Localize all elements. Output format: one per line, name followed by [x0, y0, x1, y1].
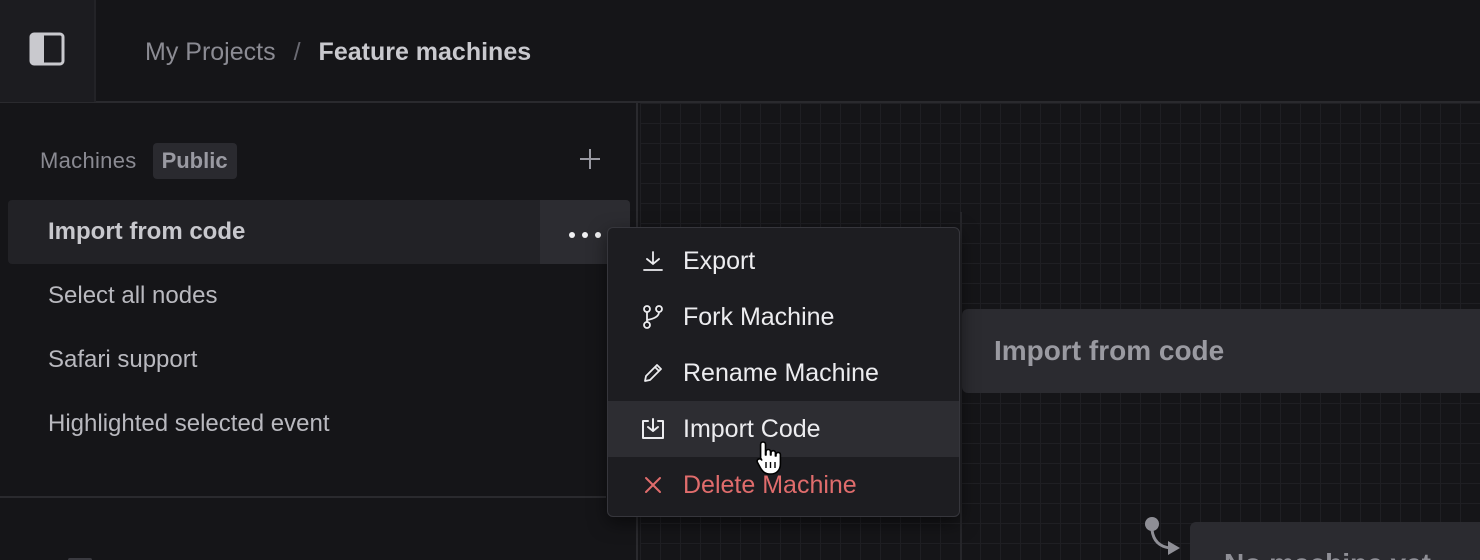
sidebar-toggle-button[interactable] — [0, 0, 96, 102]
sidebar-header: Machines Public — [40, 143, 237, 179]
machine-item-import-from-code[interactable]: Import from code — [8, 200, 630, 264]
plus-icon — [578, 147, 602, 176]
state-node-label: Import from code — [994, 335, 1225, 366]
menu-item-label: Fork Machine — [683, 302, 835, 331]
menu-item-label: Rename Machine — [683, 358, 879, 387]
menu-item-import-code[interactable]: Import Code — [608, 401, 959, 457]
visibility-badge: Public — [152, 143, 237, 179]
menu-item-label: Delete Machine — [683, 470, 857, 499]
menu-item-rename-machine[interactable]: Rename Machine — [608, 345, 959, 401]
menu-item-delete-machine[interactable]: Delete Machine — [608, 457, 959, 513]
top-bar: My Projects / Feature machines — [0, 0, 1480, 103]
sidebar-title: Machines — [40, 148, 137, 173]
close-icon — [640, 472, 666, 498]
empty-machine-label: No machine yet — [1224, 548, 1431, 560]
state-node-title[interactable]: Import from code — [962, 309, 1480, 393]
breadcrumb-separator: / — [293, 37, 301, 66]
machine-item-highlighted-selected-event[interactable]: Highlighted selected event — [8, 392, 630, 456]
pencil-icon — [640, 360, 666, 386]
empty-machine-node: No machine yet — [1190, 522, 1480, 560]
sidebar-footer-icon — [68, 558, 92, 560]
canvas-divider — [960, 212, 962, 560]
breadcrumb: My Projects / Feature machines — [145, 36, 531, 68]
breadcrumb-current: Feature machines — [318, 37, 532, 66]
breadcrumb-parent-link[interactable]: My Projects — [145, 37, 276, 66]
hand-pointer-cursor-icon — [755, 440, 785, 481]
download-icon — [640, 248, 666, 274]
machine-item-label: Select all nodes — [48, 282, 218, 309]
sidebar: Machines Public Import from code — [0, 103, 638, 560]
machine-item-label: Highlighted selected event — [48, 410, 330, 437]
sidebar-divider — [0, 496, 606, 498]
machine-item-label: Safari support — [48, 346, 198, 373]
sidebar-panel-icon — [29, 32, 65, 71]
add-machine-button[interactable] — [574, 145, 606, 177]
more-horizontal-icon — [568, 218, 602, 246]
initial-state-arrow-icon — [1140, 512, 1186, 560]
machine-item-safari-support[interactable]: Safari support — [8, 328, 630, 392]
import-icon — [640, 416, 666, 442]
menu-item-fork-machine[interactable]: Fork Machine — [608, 289, 959, 345]
machine-item-label: Import from code — [48, 218, 246, 245]
git-fork-icon — [640, 304, 666, 330]
menu-item-label: Export — [683, 246, 756, 275]
machine-context-menu: Export Fork Machine Rename Machine — [607, 227, 960, 517]
menu-item-export[interactable]: Export — [608, 233, 959, 289]
machine-item-select-all-nodes[interactable]: Select all nodes — [8, 264, 630, 328]
menu-item-label: Import Code — [683, 414, 821, 443]
